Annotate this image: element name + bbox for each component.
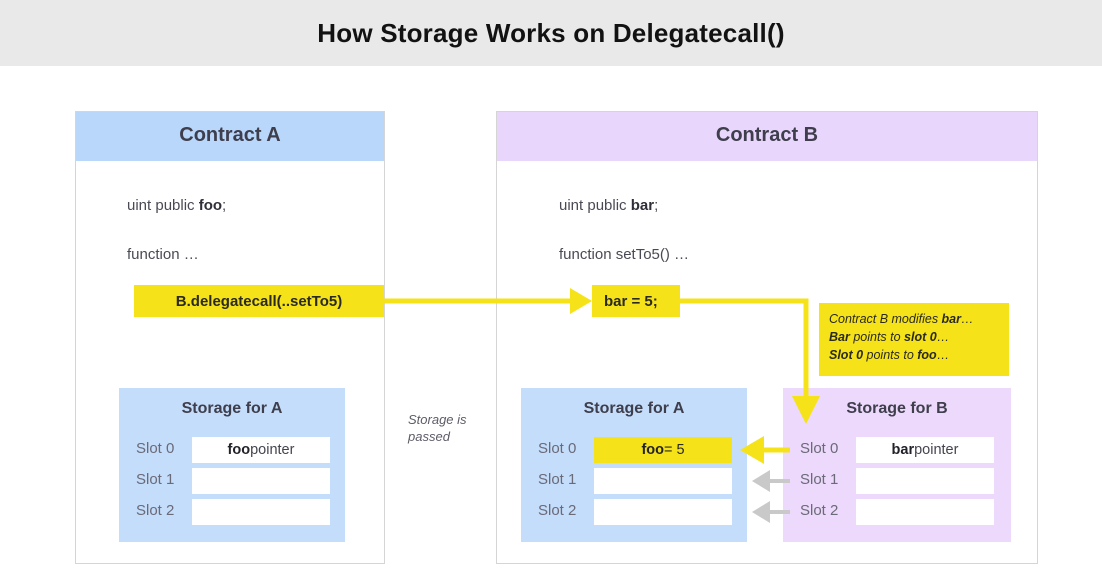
- storage-row: Slot 2: [783, 499, 1011, 525]
- title-band: How Storage Works on Delegatecall(): [0, 0, 1102, 66]
- slot-value-rest: = 5: [663, 442, 685, 458]
- slot-value-bold: bar: [891, 442, 915, 458]
- note-line-2-bold-2: slot 0: [904, 329, 937, 344]
- storage-for-b-title: Storage for B: [846, 400, 948, 417]
- storage-for-a-middle: Storage for A Slot 0 foo = 5 Slot 1 Slot…: [521, 388, 747, 542]
- slot-label: Slot 0: [538, 440, 577, 457]
- storage-row: Slot 0 bar pointer: [783, 437, 1011, 463]
- slot-value-rest: pointer: [914, 442, 959, 458]
- slot-value-cell: bar pointer: [856, 437, 994, 463]
- slot-label: Slot 1: [800, 471, 839, 488]
- slot-label: Slot 2: [538, 502, 577, 519]
- slot-label: Slot 1: [136, 471, 175, 488]
- note-line-1-bold: bar: [941, 312, 961, 326]
- note-line-3: Slot 0 points to foo…: [829, 347, 1009, 365]
- storage-for-b: Storage for B Slot 0 bar pointer Slot 1 …: [783, 388, 1011, 542]
- slot-value-cell: [192, 468, 330, 494]
- note-line-1-pre: Contract B modifies: [829, 312, 942, 326]
- contract-b-header: Contract B: [497, 112, 1037, 161]
- slot-value-cell: [192, 499, 330, 525]
- storage-passed-line-2: passed: [408, 429, 450, 445]
- contract-a-declaration-post: ;: [222, 197, 227, 214]
- contract-b-declaration-post: ;: [654, 197, 659, 214]
- storage-row: Slot 2: [119, 499, 345, 525]
- contract-b-declaration-var: bar: [630, 197, 655, 214]
- note-line-2: Bar points to slot 0…: [829, 329, 1009, 347]
- slot-value-bold: foo: [227, 442, 251, 458]
- storage-row: Slot 1: [119, 468, 345, 494]
- storage-row: Slot 2: [521, 499, 747, 525]
- slot-value-rest: pointer: [250, 442, 295, 458]
- slot-label: Slot 0: [800, 440, 839, 457]
- contract-b-title: Contract B: [715, 124, 819, 146]
- note-line-3-bold-2: foo: [917, 347, 937, 362]
- note-line-2-post: …: [936, 329, 950, 344]
- storage-for-a-left-title: Storage for A: [181, 400, 283, 417]
- explanation-note: Contract B modifies bar… Bar points to s…: [819, 303, 1009, 376]
- contract-a-declaration-var: foo: [198, 197, 223, 214]
- contract-a-declaration: uint public foo;: [127, 197, 226, 214]
- slot-label: Slot 2: [136, 502, 175, 519]
- slot-label: Slot 0: [136, 440, 175, 457]
- slot-value-cell: [856, 499, 994, 525]
- slot-value-cell: [594, 499, 732, 525]
- note-line-2-bold-1: Bar: [829, 329, 850, 344]
- contract-b-declaration-pre: uint public: [559, 197, 631, 214]
- storage-for-a-middle-title: Storage for A: [583, 400, 685, 417]
- contract-b-declaration: uint public bar;: [559, 197, 658, 214]
- storage-row: Slot 1: [783, 468, 1011, 494]
- slot-label: Slot 1: [538, 471, 577, 488]
- note-line-1-post: …: [961, 312, 974, 326]
- storage-passed-label: Storage is passed: [408, 411, 484, 445]
- contract-a-declaration-pre: uint public: [127, 197, 199, 214]
- slot-value-cell: [594, 468, 732, 494]
- slot-value-cell-highlighted: foo = 5: [594, 437, 732, 463]
- contract-a-title: Contract A: [179, 124, 281, 146]
- storage-row: Slot 1: [521, 468, 747, 494]
- contract-b-function-line: function setTo5() …: [559, 246, 690, 263]
- note-line-1: Contract B modifies bar…: [829, 311, 1009, 329]
- slot-value-cell: [856, 468, 994, 494]
- slot-value-bold: foo: [641, 442, 664, 458]
- contract-a-header: Contract A: [76, 112, 384, 161]
- note-line-3-mid: points to: [863, 347, 918, 362]
- note-line-2-mid: points to: [849, 329, 905, 344]
- note-line-3-post: …: [936, 347, 950, 362]
- storage-row: Slot 0 foo = 5: [521, 437, 747, 463]
- slot-value-cell: foo pointer: [192, 437, 330, 463]
- contract-a-function-line: function …: [127, 246, 199, 263]
- page-title: How Storage Works on Delegatecall(): [317, 18, 785, 48]
- note-line-3-bold-1: Slot 0: [829, 347, 864, 362]
- bar-assignment-chip[interactable]: bar = 5;: [592, 285, 680, 317]
- storage-passed-line-1: Storage is: [408, 412, 467, 427]
- storage-for-a-left: Storage for A Slot 0 foo pointer Slot 1 …: [119, 388, 345, 542]
- delegatecall-chip[interactable]: B.delegatecall(..setTo5): [134, 285, 384, 317]
- storage-row: Slot 0 foo pointer: [119, 437, 345, 463]
- slot-label: Slot 2: [800, 502, 839, 519]
